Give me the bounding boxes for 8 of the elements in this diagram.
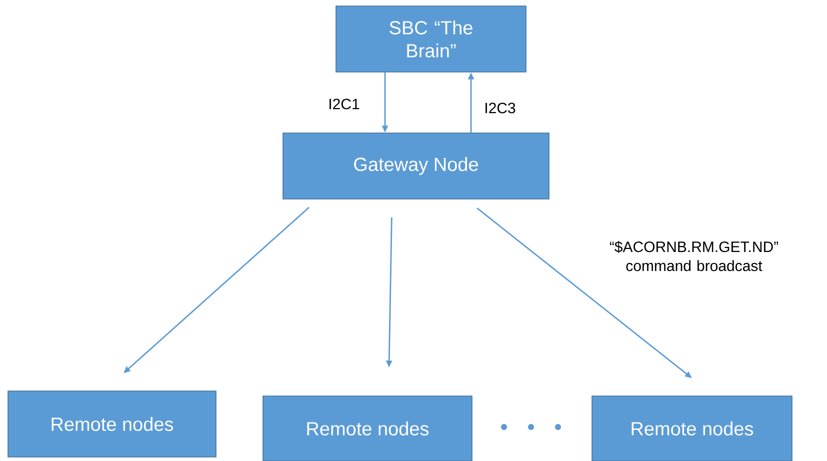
process-box: Gateway Node xyxy=(282,132,550,200)
process-box: Remote nodes xyxy=(592,396,792,461)
edge-label: I2C1 xyxy=(327,98,361,110)
process-box: Remote nodes xyxy=(262,396,472,461)
note-text: “$ACORNB.RM.GET.ND” command broadcast xyxy=(610,240,778,272)
process-box: SBC “The Brain” xyxy=(336,6,526,72)
process-box: Remote nodes xyxy=(8,390,216,458)
edge-label: I2C3 xyxy=(483,102,517,114)
